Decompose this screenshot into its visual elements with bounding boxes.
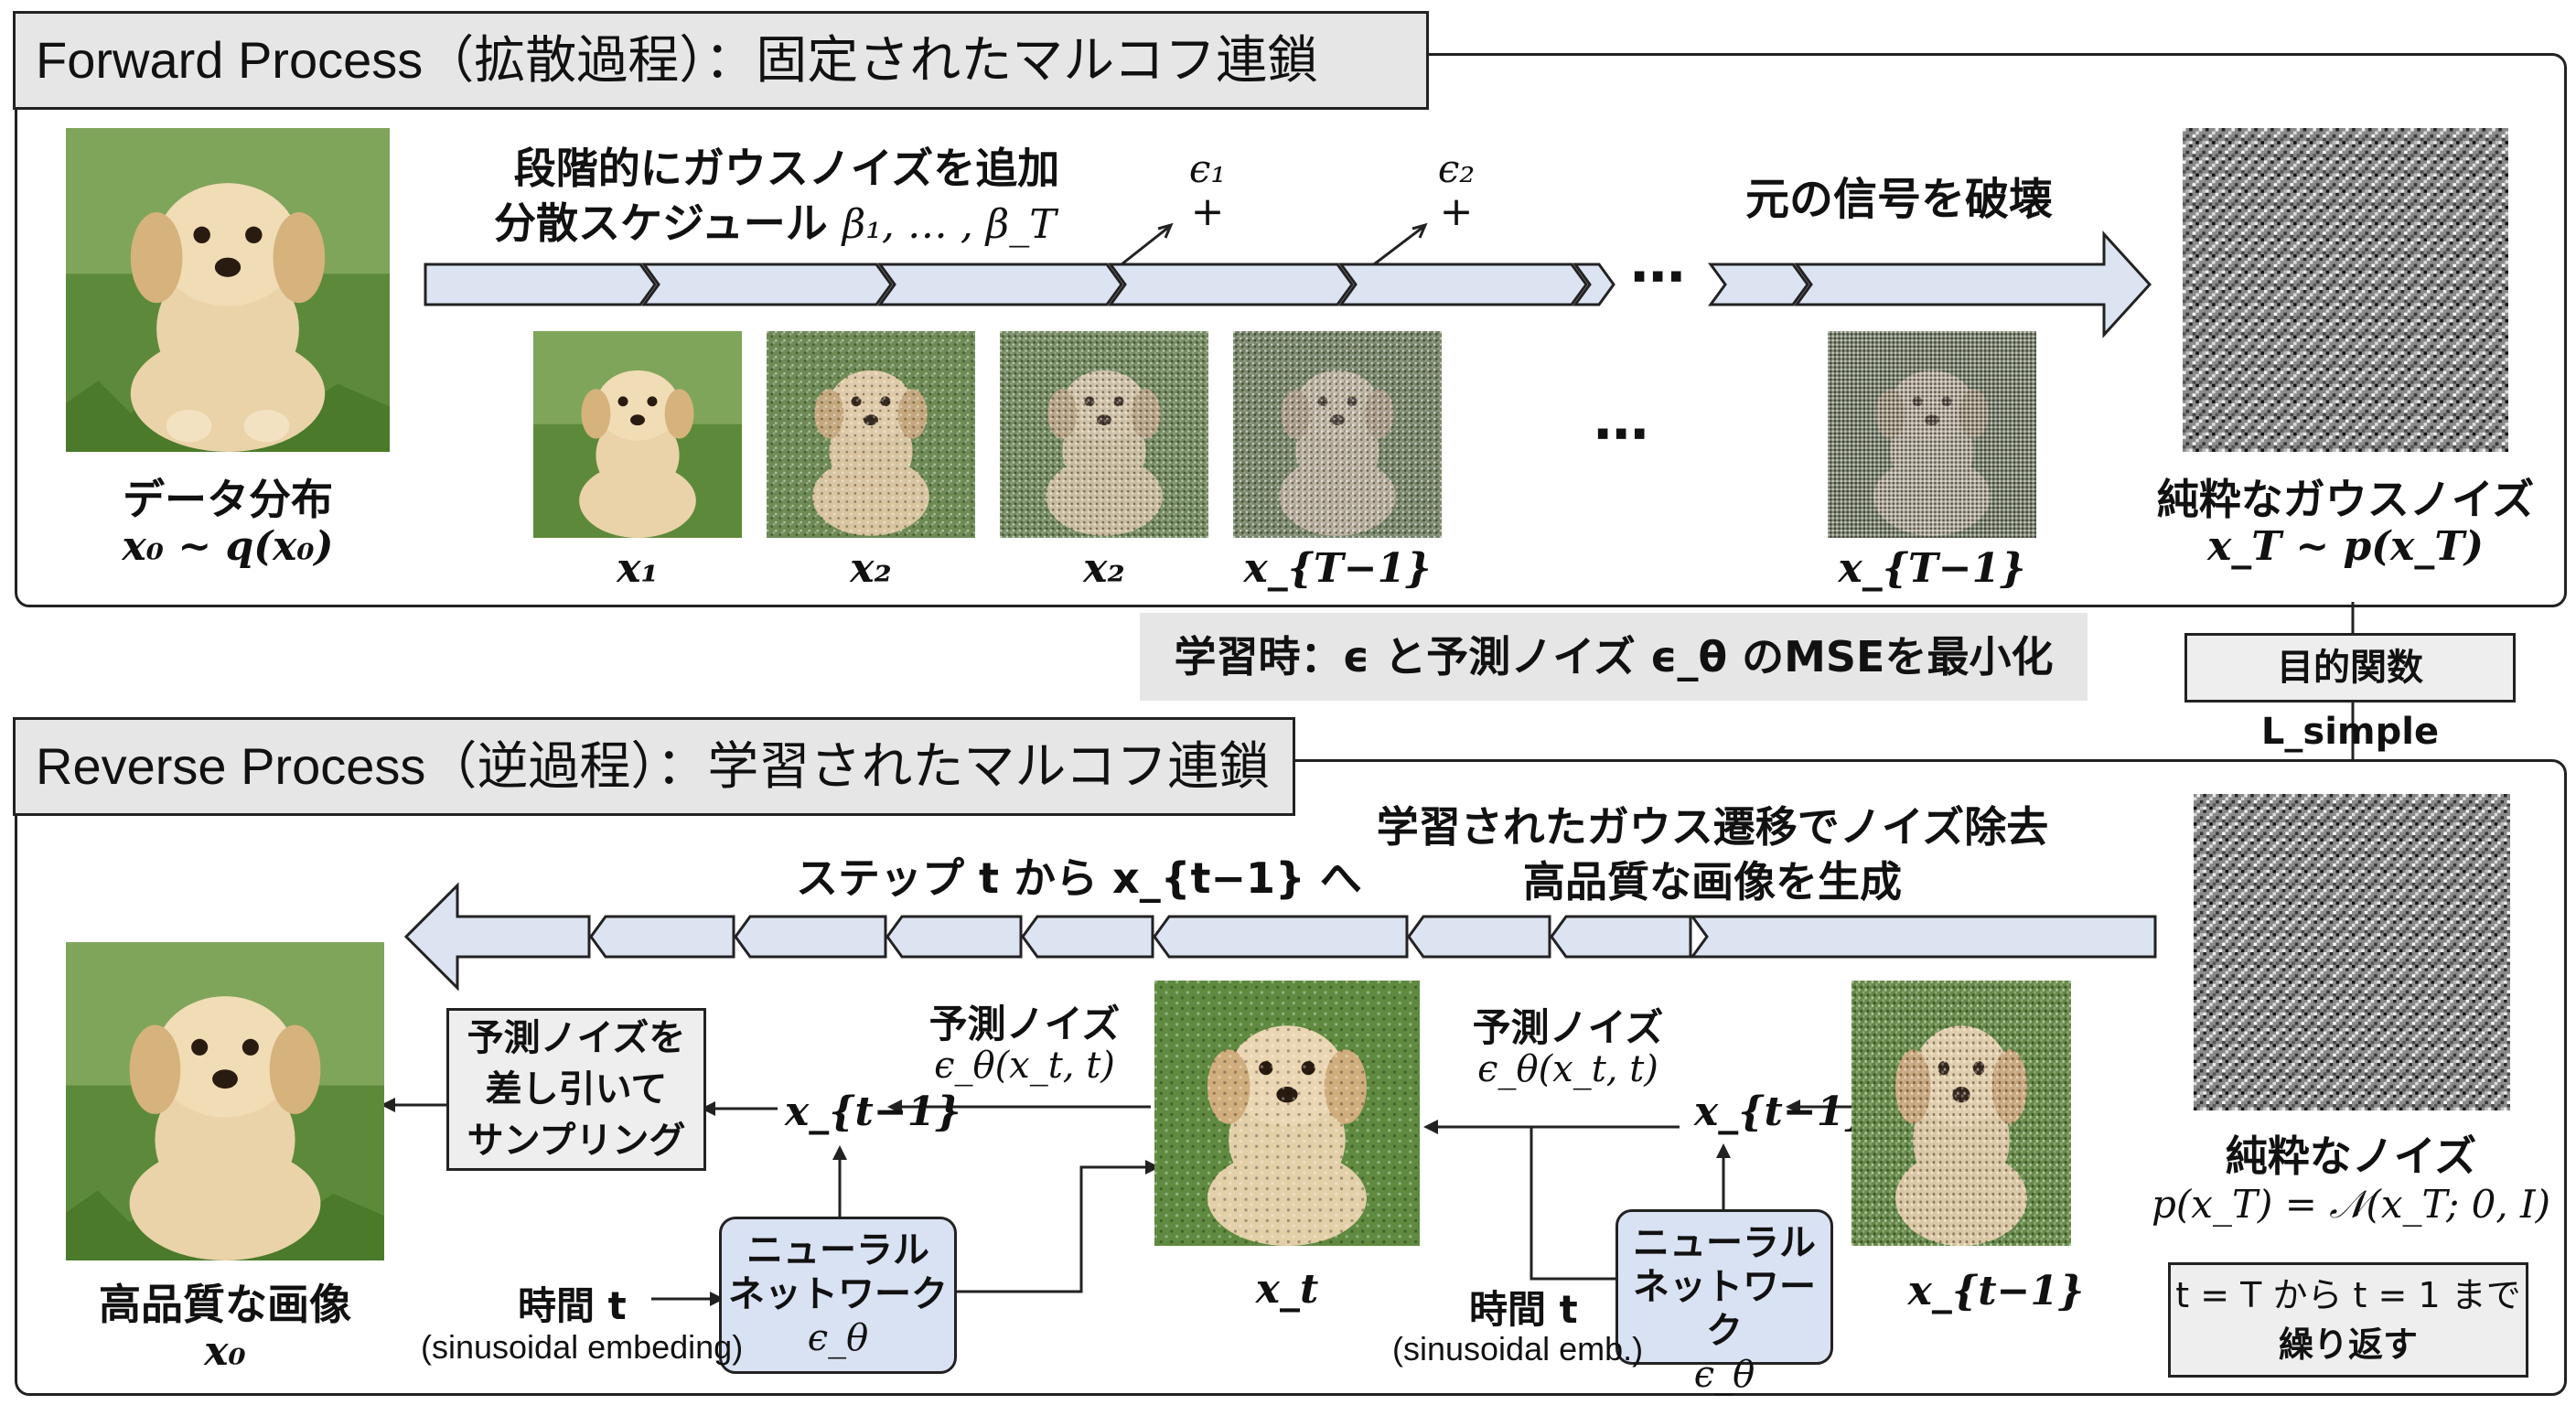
noise-math-forward: x_T ~ p(x_T) (2207, 523, 2484, 570)
nn-right-line-1: ニューラル (1633, 1222, 1816, 1264)
nn-right-line-3: ϵ_θ (1693, 1354, 1755, 1396)
pred-noise-left: 予測ノイズ (928, 1002, 1121, 1046)
plus-2: + (1439, 188, 1474, 235)
forward-dots-top: ⋯ (1630, 245, 1690, 309)
repeat-line-1: t = T から t = 1 まで (2175, 1275, 2521, 1315)
objective-box: 目的関数 L_simple (2184, 633, 2516, 753)
time-left: 時間 t (518, 1283, 627, 1328)
repeat-line-2: 繰り返す (2278, 1325, 2418, 1365)
data-dist-math: x₀ ~ q(x₀) (122, 523, 334, 570)
schedule-label: 分散スケジュール (494, 198, 828, 248)
frame-label-x1: x₁ (617, 545, 659, 592)
frame-label-x2b: x₂ (1083, 545, 1125, 592)
forward-title: Forward Process（拡散過程）：固定されたマルコフ連鎖 (13, 11, 1429, 110)
step-text: ステップ t から x_{t−1} へ (796, 853, 1362, 903)
xtm1-left: x_{t−1} (785, 1089, 961, 1135)
puppy-xt (1154, 981, 1420, 1246)
frame-x2a (767, 331, 975, 538)
frame-x2b (1000, 331, 1208, 538)
plus-1: + (1190, 188, 1225, 235)
frame-xTm1b (1828, 331, 2036, 538)
neural-network-left: ニューラル ネットワーク ϵ_θ (719, 1217, 957, 1374)
reverse-title: Reverse Process（逆過程）：学習されたマルコフ連鎖 (13, 717, 1295, 816)
forward-arrow-text-1: 段階的にガウスノイズを追加 (513, 144, 1060, 193)
reverse-arrow-text-2: 高品質な画像を生成 (1523, 857, 1902, 906)
nn-left-line-3: ϵ_θ (807, 1317, 869, 1359)
neural-network-right: ニューラル ネットワーク ϵ_θ (1615, 1209, 1833, 1396)
mse-box: 学習時：ϵ と予測ノイズ ϵ_θ のMSEを最小化 (1140, 613, 2088, 701)
noise-label-forward: 純粋なガウスノイズ (2156, 475, 2535, 524)
frame-label-xTm1b: x_{T−1} (1838, 545, 2026, 592)
reverse-arrow-text-1: 学習されたガウス遷移でノイズ除去 (1376, 802, 2049, 852)
puppy-final-x0 (66, 942, 384, 1260)
final-label: 高品質な画像 (99, 1280, 351, 1329)
pred-math-left: ϵ_θ(x_t, t) (934, 1045, 1115, 1087)
noise-xT-reverse (2194, 794, 2510, 1110)
repeat-box: t = T から t = 1 まで 繰り返す (2168, 1262, 2528, 1378)
noise-math-reverse: p(x_T) = 𝒩(x_T; 0, I) (2152, 1182, 2550, 1227)
xt-label: x_t (1255, 1266, 1319, 1313)
nn-left-line-1: ニューラル (746, 1229, 929, 1271)
subtract-line-3: サンプリング (467, 1120, 686, 1162)
epsilon-1: ϵ₁ (1188, 146, 1227, 191)
time-right: 時間 t (1469, 1287, 1578, 1332)
data-dist-label: データ分布 (123, 475, 333, 524)
final-math: x₀ (204, 1328, 246, 1375)
forward-arrow-text-2: 分散スケジュール β₁, … , β_T (494, 190, 1057, 251)
noise-label-reverse: 純粋なノイズ (2225, 1132, 2477, 1181)
frame-xTm1a (1233, 331, 1442, 538)
subtract-line-1: 予測ノイズを (467, 1017, 686, 1059)
schedule-math: β₁, … , β_T (842, 201, 1057, 248)
sin-left: (sinusoidal embeding) (421, 1328, 744, 1366)
forward-dots-mid: ⋯ (1594, 402, 1654, 467)
nn-left-line-2: ネットワーク (728, 1273, 948, 1315)
xtm1-right: x_{t−1} (1907, 1268, 2085, 1314)
xtm1-mid: x_{t−1} (1694, 1089, 1871, 1135)
subtract-line-2: 差し引いて (485, 1068, 668, 1110)
pred-math-right: ϵ_θ(x_t, t) (1477, 1048, 1658, 1090)
nn-right-line-2: ネットワーク (1633, 1266, 1816, 1352)
frame-x1 (533, 331, 742, 538)
puppy-xtm1 (1852, 981, 2071, 1246)
destroy-text: 元の信号を破壊 (1745, 174, 2054, 225)
frame-label-xTm1a: x_{T−1} (1243, 545, 1432, 592)
noise-xT-forward (2183, 128, 2508, 452)
frame-label-x2a: x₂ (850, 545, 892, 592)
sin-right: (sinusoidal emb.) (1392, 1330, 1644, 1367)
puppy-x0 (66, 128, 390, 452)
subtract-sample-box: 予測ノイズを 差し引いて サンプリング (446, 1008, 706, 1171)
epsilon-2: ϵ₂ (1437, 146, 1476, 191)
pred-noise-right: 予測ノイズ (1472, 1005, 1664, 1050)
